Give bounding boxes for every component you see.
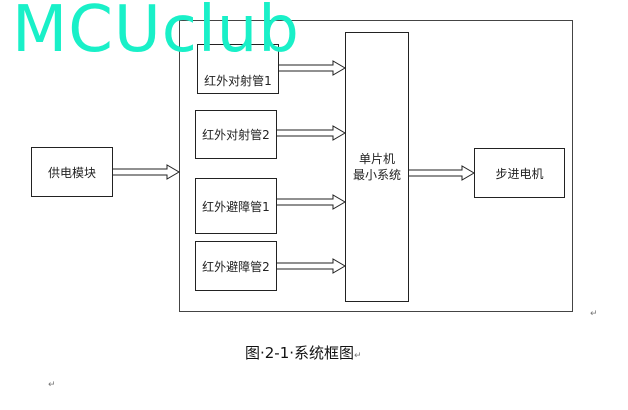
- block-ir-pair-2: 红外对射管2: [195, 110, 277, 159]
- watermark-logo: MCUclub: [12, 0, 300, 67]
- paragraph-mark: ↵: [48, 380, 56, 390]
- paragraph-mark: ↵: [354, 351, 362, 361]
- block-power: 供电模块: [31, 147, 113, 197]
- block-ir-avoid-1: 红外避障管1: [195, 178, 277, 234]
- arrow-ir-avoid-1: [275, 194, 346, 210]
- arrow-power: [111, 164, 180, 180]
- paragraph-mark: ↵: [590, 309, 598, 319]
- block-ir-pair-1: 红外对射管1: [197, 44, 279, 94]
- block-ir-avoid-2: 红外避障管2: [195, 241, 277, 291]
- arrow-ir-avoid-2: [275, 258, 346, 274]
- block-label: 步进电机: [495, 166, 544, 181]
- block-label: 单片机: [358, 152, 395, 166]
- arrow-ir-pair-2: [275, 125, 346, 141]
- block-label: 供电模块: [47, 165, 96, 180]
- arrow-ir-pair-1: [277, 60, 346, 76]
- caption-text: 图·2-1·系统框图: [245, 344, 355, 362]
- block-stepper: 步进电机: [474, 148, 565, 198]
- block-mcu: 单片机 最小系统: [345, 32, 409, 302]
- block-label: 红外对射管1: [204, 74, 272, 88]
- block-label: 红外避障管1: [202, 199, 270, 214]
- block-label: 红外对射管2: [202, 128, 270, 142]
- block-label: 最小系统: [352, 168, 401, 182]
- figure-caption: 图·2-1·系统框图↵: [245, 342, 362, 363]
- block-label: 红外避障管2: [202, 259, 270, 274]
- arrow-stepper: [407, 165, 475, 181]
- system-boundary: [179, 20, 573, 312]
